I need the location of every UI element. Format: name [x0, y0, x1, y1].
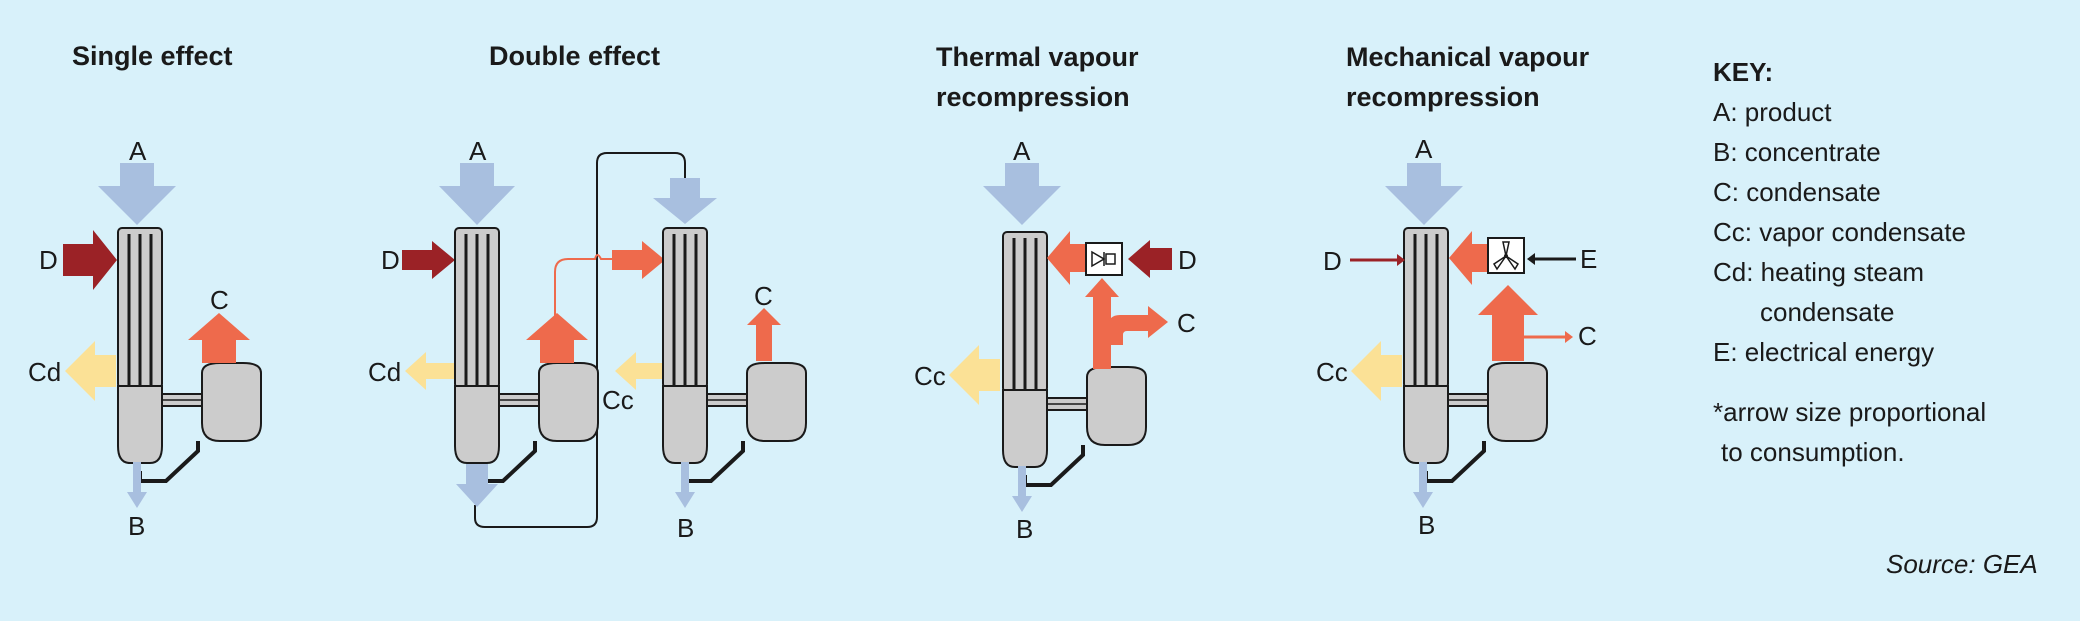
title-single-effect: Single effect	[72, 36, 233, 76]
vapour-condensate-arrow	[615, 352, 662, 390]
vapour-condensate-arrow	[1351, 341, 1402, 401]
source-credit: Source: GEA	[1886, 549, 2038, 579]
product-arrow-2	[653, 178, 717, 224]
condensate-arrow	[1108, 306, 1168, 345]
heating-steam-arrow	[402, 241, 455, 279]
label-a: A	[1013, 136, 1031, 166]
fan-compressor-icon	[1487, 237, 1525, 274]
key-item: E: electrical energy	[1713, 337, 1935, 367]
key-item: A: product	[1713, 97, 1832, 127]
condensate-arrow	[188, 313, 250, 363]
intermediate-product-arrow	[456, 464, 498, 507]
label-c: C	[1177, 308, 1196, 338]
title-line: Double effect	[489, 41, 661, 71]
label-e: E	[1580, 244, 1597, 274]
label-b: B	[1016, 514, 1033, 544]
label-c: C	[1578, 321, 1597, 351]
vapour-riser	[1085, 278, 1119, 369]
evaporator-1	[453, 226, 600, 483]
product-arrow	[98, 163, 176, 225]
vapour-condensate-arrow	[949, 345, 1000, 405]
label-cc: Cc	[1316, 357, 1348, 387]
product-arrow	[1385, 163, 1463, 225]
thermal-vapour-recompression-diagram: A D C Cc B	[914, 136, 1197, 544]
label-c: C	[210, 285, 229, 315]
title-line: Mechanical vapour	[1346, 42, 1590, 72]
label-cc: Cc	[602, 385, 634, 415]
title-line: Single effect	[72, 41, 233, 71]
key-item: Cc: vapor condensate	[1713, 217, 1966, 247]
mechanical-vapour-recompression-diagram: A D E C Cc B	[1316, 134, 1597, 540]
label-cd: Cd	[368, 357, 401, 387]
label-b: B	[128, 511, 145, 541]
key-note: *arrow size proportional	[1713, 397, 1987, 427]
key-legend: KEY: A: product B: concentrate C: conden…	[1713, 52, 1986, 472]
condensate-arrowhead	[1565, 331, 1573, 343]
concentrate-arrow	[1012, 466, 1032, 512]
heating-steam-arrow	[63, 230, 117, 290]
label-d: D	[1323, 246, 1342, 276]
label-a: A	[1415, 134, 1433, 164]
vapour-arrow	[612, 241, 665, 279]
product-arrow	[983, 163, 1061, 225]
steam-condensate-arrow	[65, 341, 116, 401]
label-d: D	[381, 245, 400, 275]
label-b: B	[1418, 510, 1435, 540]
heating-steam-arrow	[1128, 240, 1172, 278]
condensate-arrow	[526, 313, 588, 363]
evaporator-2	[661, 226, 808, 483]
concentrate-arrow	[127, 462, 147, 508]
title-double-effect: Double effect	[489, 36, 660, 76]
thermocompressor-icon	[1085, 242, 1123, 276]
label-b: B	[677, 513, 694, 543]
label-d: D	[1178, 245, 1197, 275]
key-item: B: concentrate	[1713, 137, 1881, 167]
label-c: C	[754, 281, 773, 311]
condensate-arrow-2	[747, 308, 781, 361]
concentrate-arrow	[675, 462, 695, 508]
vapour-riser	[1478, 285, 1538, 361]
product-arrow	[439, 163, 515, 225]
label-cc: Cc	[914, 361, 946, 391]
compressed-vapour-arrow	[1047, 231, 1086, 285]
key-note: to consumption.	[1721, 437, 1905, 467]
heating-steam-arrowhead	[1397, 254, 1405, 266]
label-d: D	[39, 245, 58, 275]
key-item: Cd: heating steam	[1713, 257, 1925, 287]
title-line: recompression	[1346, 82, 1540, 112]
title-line: Thermal vapour	[936, 42, 1139, 72]
label-a: A	[129, 136, 147, 166]
key-item-continuation: condensate	[1760, 297, 1895, 327]
label-a: A	[469, 136, 487, 166]
single-effect-diagram: A D C Cd B	[28, 136, 263, 541]
label-cd: Cd	[28, 357, 61, 387]
key-title: KEY:	[1713, 57, 1774, 87]
double-effect-diagram: A D Cd Cc C B	[368, 136, 808, 543]
title-thermal-vapour-recompression: Thermal vapour recompression	[936, 37, 1139, 117]
evaporator	[116, 226, 263, 483]
steam-condensate-arrow	[405, 352, 454, 390]
compressed-vapour-arrow	[1449, 231, 1488, 285]
title-mechanical-vapour-recompression: Mechanical vapour recompression	[1346, 37, 1589, 117]
electrical-energy-arrowhead	[1527, 253, 1535, 265]
title-line: recompression	[936, 82, 1130, 112]
key-item: C: condensate	[1713, 177, 1881, 207]
concentrate-arrow	[1413, 462, 1433, 508]
